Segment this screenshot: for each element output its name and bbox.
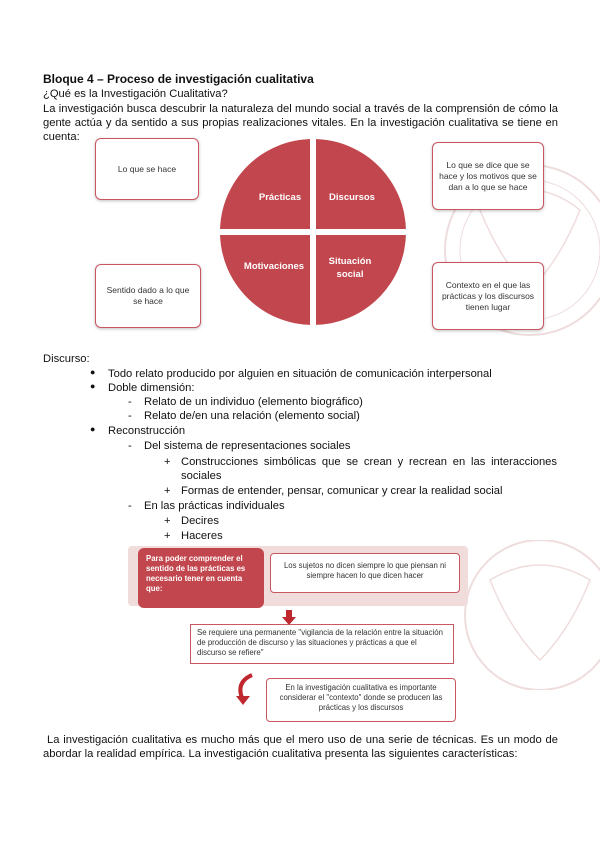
sub-relacion: Relato de/en una relación (elemento soci…: [144, 410, 360, 422]
box-lo-que-se-dice: Lo que se dice que se hace y los motivos…: [432, 142, 544, 210]
box-text: Contexto en el que las prácticas y los d…: [441, 279, 535, 312]
curved-arrow-icon: [236, 673, 253, 705]
discurso-label: Discurso:: [43, 353, 90, 365]
quadrant-label-practicas: Prácticas: [258, 192, 302, 203]
seal-watermark-2: [464, 540, 600, 690]
bullet-reconstruccion: Reconstrucción: [108, 425, 186, 437]
sub-practicas: En las prácticas individuales: [144, 500, 285, 512]
bullet-dot: ●: [90, 367, 96, 377]
callout-bottom-text: En la investigación cualitativa es impor…: [279, 683, 443, 712]
question-heading: ¿Qué es la Investigación Cualitativa?: [43, 88, 228, 100]
bullet-dot: ●: [90, 381, 96, 391]
box-text: Lo que se dice que se hace y los motivos…: [439, 159, 537, 192]
bullet-dot: ●: [90, 424, 96, 434]
item-formas: Formas de entender, pensar, comunicar y …: [181, 485, 503, 497]
plus: +: [164, 515, 171, 527]
quadrant-situacion: [316, 235, 406, 325]
box-lo-que-se-hace: Lo que se hace: [95, 138, 199, 200]
quadrant-label-motivaciones: Motivaciones: [243, 261, 305, 272]
quadrant-label-discursos: Discursos: [329, 192, 375, 203]
callout-left: Para poder comprender el sentido de las …: [138, 548, 264, 608]
quadrant-discursos: [316, 139, 406, 229]
item-construcciones: Construcciones simbólicas que se crean y…: [181, 456, 557, 482]
sub-sistema: Del sistema de representaciones sociales: [144, 440, 351, 452]
dash: -: [128, 396, 132, 408]
quadrant-motivaciones: [220, 235, 310, 325]
dash: -: [128, 440, 132, 452]
dash: -: [128, 410, 132, 422]
plus: +: [164, 485, 171, 497]
callout-middle: Se requiere una permanente "vigilancia d…: [190, 624, 454, 664]
quadrant-practicas: [220, 139, 310, 229]
callout-right: Los sujetos no dicen siempre lo que pien…: [270, 553, 460, 593]
dash: -: [128, 500, 132, 512]
callout-right-text: Los sujetos no dicen siempre lo que pien…: [283, 561, 447, 580]
item-haceres: Haceres: [181, 530, 223, 542]
bullet-doble: Doble dimensión:: [108, 382, 195, 394]
bullet-relato: Todo relato producido por alguien en sit…: [108, 368, 492, 380]
intro-paragraph: La investigación busca descubrir la natu…: [43, 103, 558, 143]
plus: +: [164, 456, 171, 468]
section-heading: Bloque 4 – Proceso de investigación cual…: [43, 72, 314, 86]
callout-middle-text: Se requiere una permanente "vigilancia d…: [197, 628, 443, 657]
box-contexto: Contexto en el que las prácticas y los d…: [432, 262, 544, 330]
quadrant-label-situacion: Situación social: [328, 256, 372, 280]
item-decires: Decires: [181, 515, 219, 527]
box-text: Sentido dado a lo que se hace: [106, 285, 190, 306]
quadrant-diagram: [220, 139, 406, 325]
plus: +: [164, 530, 171, 542]
sub-individuo: Relato de un individuo (elemento biográf…: [144, 396, 363, 408]
box-sentido: Sentido dado a lo que se hace: [95, 264, 201, 328]
arrow-down-icon: [282, 610, 296, 625]
box-text: Lo que se hace: [117, 163, 177, 174]
closing-paragraph: La investigación cualitativa es mucho má…: [43, 734, 558, 760]
callout-bottom: En la investigación cualitativa es impor…: [266, 678, 456, 722]
callout-left-text: Para poder comprender el sentido de las …: [146, 554, 246, 593]
